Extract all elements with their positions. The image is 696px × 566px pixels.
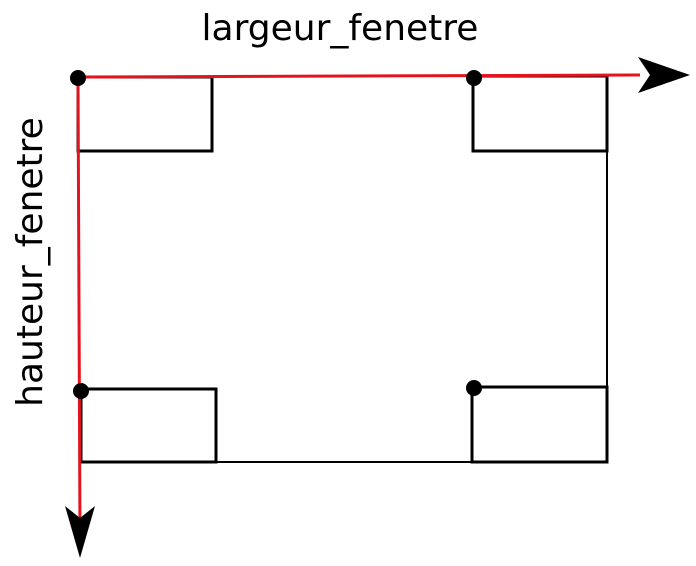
bottom-left-box — [79, 387, 218, 464]
right-arrowhead-icon — [638, 57, 690, 93]
width-axis — [77, 73, 641, 79]
bottom-right-anchor-dot — [466, 380, 482, 396]
height-label: hauteur_fenetre — [10, 117, 51, 407]
width-label: largeur_fenetre — [202, 8, 479, 49]
top-right-anchor-dot — [466, 70, 482, 86]
down-arrowhead-icon — [65, 506, 95, 558]
top-right-box — [471, 74, 609, 153]
top-left-box — [76, 75, 214, 153]
top-left-anchor-dot — [70, 70, 86, 86]
height-axis — [76, 76, 82, 536]
bottom-right-box — [470, 385, 609, 464]
bottom-left-anchor-dot — [73, 383, 89, 399]
